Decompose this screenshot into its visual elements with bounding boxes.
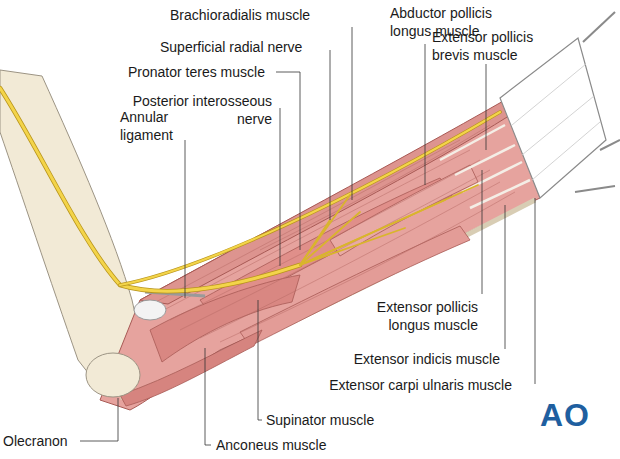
part-label: Annular ligament [120,108,190,144]
part-label: Olecranon [3,432,68,450]
part-label: Pronator teres muscle [128,63,265,81]
part-label: Supinator muscle [266,411,374,429]
part-label: Extensor carpi ulnaris muscle [282,376,512,394]
part-label: Superficial radial nerve [160,38,302,56]
part-label: Extensor indicis muscle [300,350,500,368]
part-label: Anconeus muscle [216,436,327,454]
logo-text: AO [540,398,590,432]
part-label: Brachioradialis muscle [170,6,310,24]
part-label: Extensor pollicis longus muscle [360,298,478,334]
part-label: Extensor pollicis brevis muscle [432,28,550,64]
